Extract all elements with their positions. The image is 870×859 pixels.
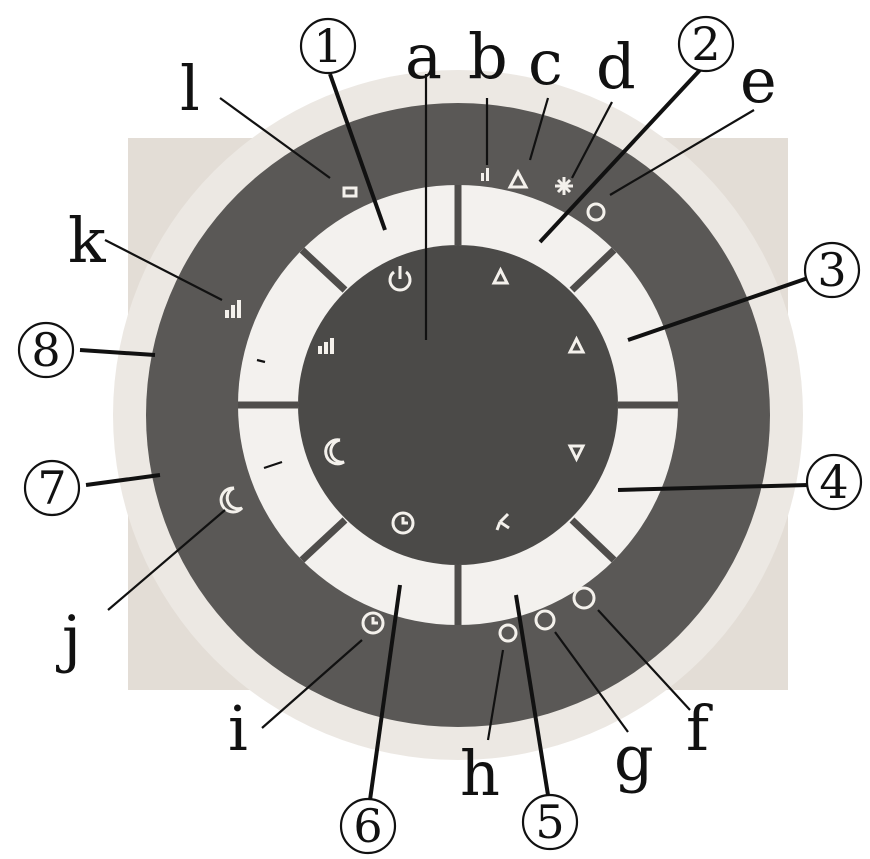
label-c: c bbox=[528, 26, 563, 99]
label-d: d bbox=[596, 30, 636, 103]
svg-text:6: 6 bbox=[353, 799, 382, 853]
callout-2: 2 bbox=[679, 17, 733, 71]
callout-4: 4 bbox=[807, 455, 861, 509]
callout-6: 6 bbox=[341, 799, 395, 853]
callout-7: 7 bbox=[25, 461, 79, 515]
callout-1: 1 bbox=[301, 19, 355, 73]
svg-text:1: 1 bbox=[313, 19, 342, 73]
label-j: j bbox=[56, 602, 81, 675]
svg-text:4: 4 bbox=[819, 455, 848, 509]
callout-3: 3 bbox=[805, 243, 859, 297]
svg-text:3: 3 bbox=[817, 243, 846, 297]
svg-text:5: 5 bbox=[535, 795, 564, 849]
label-l: l bbox=[180, 52, 200, 125]
label-b: b bbox=[468, 20, 508, 93]
label-k: k bbox=[68, 204, 106, 277]
label-e: e bbox=[740, 44, 777, 117]
label-f: f bbox=[686, 692, 713, 765]
center-button[interactable] bbox=[298, 245, 618, 565]
label-h: h bbox=[460, 737, 500, 810]
svg-text:8: 8 bbox=[31, 323, 60, 377]
label-g: g bbox=[614, 722, 654, 795]
label-i: i bbox=[228, 692, 248, 765]
callout-5: 5 bbox=[523, 795, 577, 849]
callout-8: 8 bbox=[19, 323, 73, 377]
svg-text:2: 2 bbox=[691, 17, 720, 71]
svg-text:7: 7 bbox=[37, 461, 66, 515]
label-a: a bbox=[405, 20, 442, 93]
